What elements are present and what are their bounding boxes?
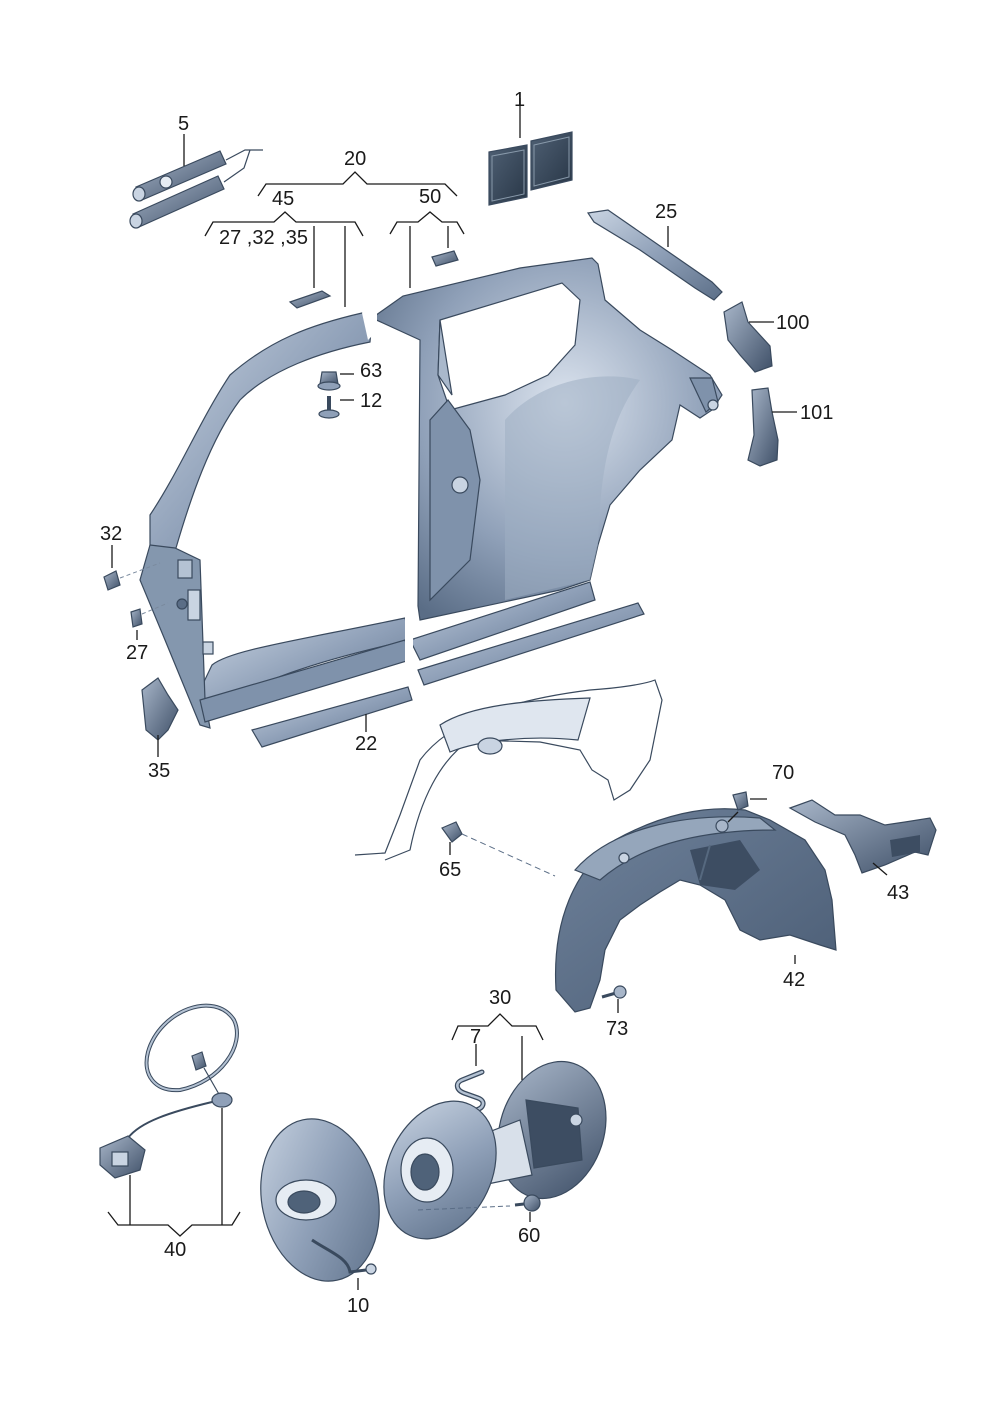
label-60: 60 bbox=[518, 1225, 540, 1247]
part-5-gas-struts bbox=[129, 134, 263, 229]
label-20: 20 bbox=[344, 148, 366, 170]
part-7-spring bbox=[454, 1069, 486, 1120]
label-10: 10 bbox=[347, 1295, 369, 1317]
callout-labels: 1 5 20 45 27 ,32 ,35 50 25 100 101 63 12… bbox=[100, 89, 909, 1317]
label-30: 30 bbox=[489, 987, 511, 1009]
label-25: 25 bbox=[655, 201, 677, 223]
label-35: 35 bbox=[148, 760, 170, 782]
label-32: 32 bbox=[100, 523, 122, 545]
label-101: 101 bbox=[800, 402, 833, 424]
part-70-clip bbox=[715, 791, 767, 833]
part-1-window-glass bbox=[488, 98, 573, 206]
label-40: 40 bbox=[164, 1239, 186, 1261]
part-27-plug bbox=[130, 602, 169, 640]
part-32-plug bbox=[103, 545, 161, 591]
part-101-bracket bbox=[747, 387, 797, 467]
label-42: 42 bbox=[783, 969, 805, 991]
side-panel-body bbox=[139, 257, 723, 729]
part-45-clip bbox=[288, 290, 332, 309]
part-35-bracket bbox=[141, 677, 179, 741]
label-65: 65 bbox=[439, 859, 461, 881]
part-63-expanding-nut bbox=[317, 371, 354, 391]
part-73-screw bbox=[601, 985, 627, 1013]
label-50: 50 bbox=[419, 186, 441, 208]
bracket-30 bbox=[451, 1013, 544, 1080]
label-27-32-35: 27 ,32 ,35 bbox=[219, 227, 308, 249]
label-100: 100 bbox=[776, 312, 809, 334]
part-12-screw bbox=[318, 396, 354, 419]
label-5: 5 bbox=[178, 113, 189, 135]
part-42-wheel-housing-liner bbox=[554, 808, 837, 1013]
part-100-bracket bbox=[723, 301, 774, 373]
part-43-trim-bracket bbox=[788, 799, 937, 876]
part-10-housing bbox=[260, 1118, 380, 1290]
label-22: 22 bbox=[355, 733, 377, 755]
part-40-release-cable bbox=[99, 1003, 241, 1237]
part-22-sill-trim bbox=[251, 602, 645, 748]
label-1: 1 bbox=[514, 89, 525, 111]
label-63: 63 bbox=[360, 360, 382, 382]
wheel-arch-outline bbox=[354, 679, 663, 861]
label-27: 27 bbox=[126, 642, 148, 664]
label-7: 7 bbox=[470, 1026, 481, 1048]
leader-lines bbox=[157, 735, 796, 964]
label-43: 43 bbox=[887, 882, 909, 904]
label-70: 70 bbox=[772, 762, 794, 784]
part-25-reinforcement bbox=[586, 209, 723, 301]
bracket-20-45-50 bbox=[204, 171, 465, 307]
label-12: 12 bbox=[360, 390, 382, 412]
part-50-clip bbox=[431, 250, 459, 267]
fuel-filler-housing bbox=[383, 1100, 511, 1240]
label-73: 73 bbox=[606, 1018, 628, 1040]
part-65-clip bbox=[441, 821, 556, 877]
part-60-screw bbox=[514, 1194, 541, 1222]
label-45: 45 bbox=[272, 188, 294, 210]
